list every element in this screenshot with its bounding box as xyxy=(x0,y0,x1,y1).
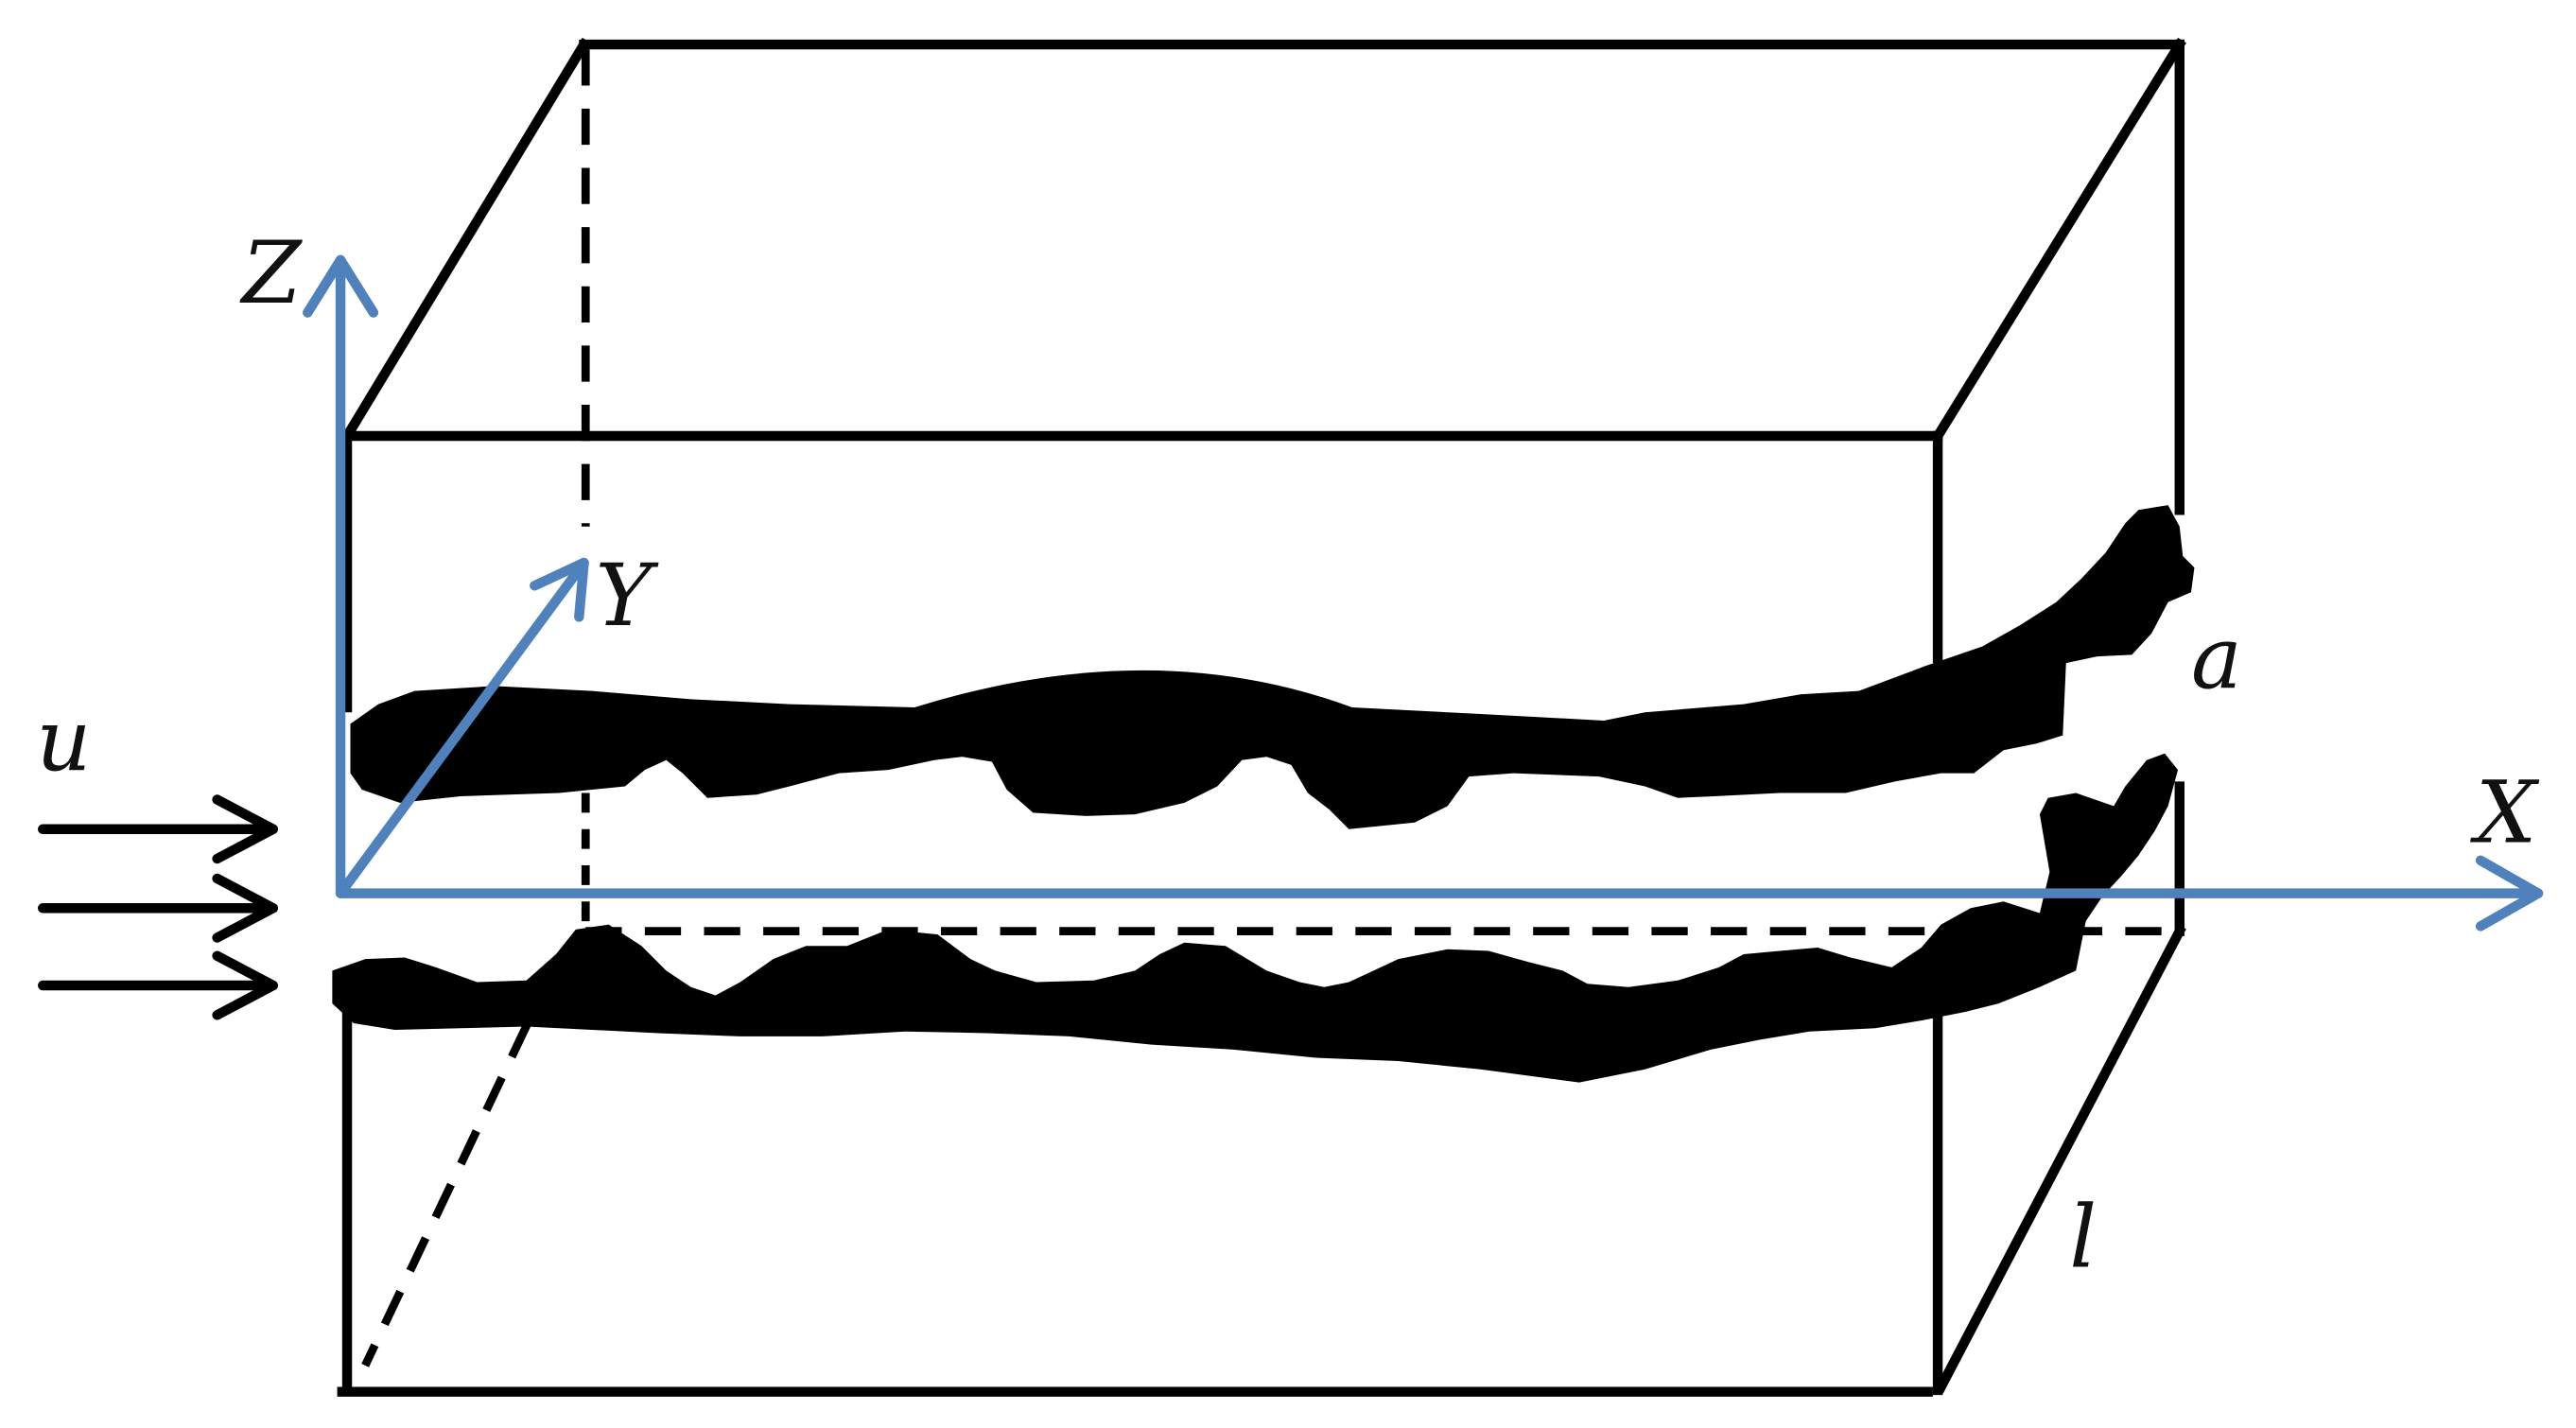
coordinate-axes xyxy=(303,254,2544,932)
x-axis-label: X xyxy=(2470,764,2540,863)
box-bottom-right-slant-edge xyxy=(1934,924,2186,1394)
z-axis-label: Z xyxy=(239,224,304,323)
y-axis-label: Y xyxy=(596,547,659,646)
length-label: l xyxy=(2069,1188,2097,1287)
aperture-label: a xyxy=(2191,609,2242,708)
hidden-bottom-left-slant-edge xyxy=(361,968,557,1367)
box-hidden-edges xyxy=(361,49,2180,1367)
box-top-right-slant-edge xyxy=(1930,37,2186,444)
z-axis-arrow xyxy=(303,254,379,898)
upper-fracture-wall xyxy=(350,505,2195,829)
flow-arrow xyxy=(38,873,278,943)
flow-arrows xyxy=(38,794,278,1020)
box-frame xyxy=(337,37,2186,1397)
box-top-left-slant-edge xyxy=(339,37,591,444)
lower-fracture-wall xyxy=(332,753,2179,1083)
y-axis-arrow xyxy=(335,557,589,898)
flow-arrow xyxy=(38,950,278,1020)
flow-velocity-label: u xyxy=(36,691,91,791)
flow-arrow xyxy=(38,794,278,864)
x-axis-arrow xyxy=(335,855,2544,932)
